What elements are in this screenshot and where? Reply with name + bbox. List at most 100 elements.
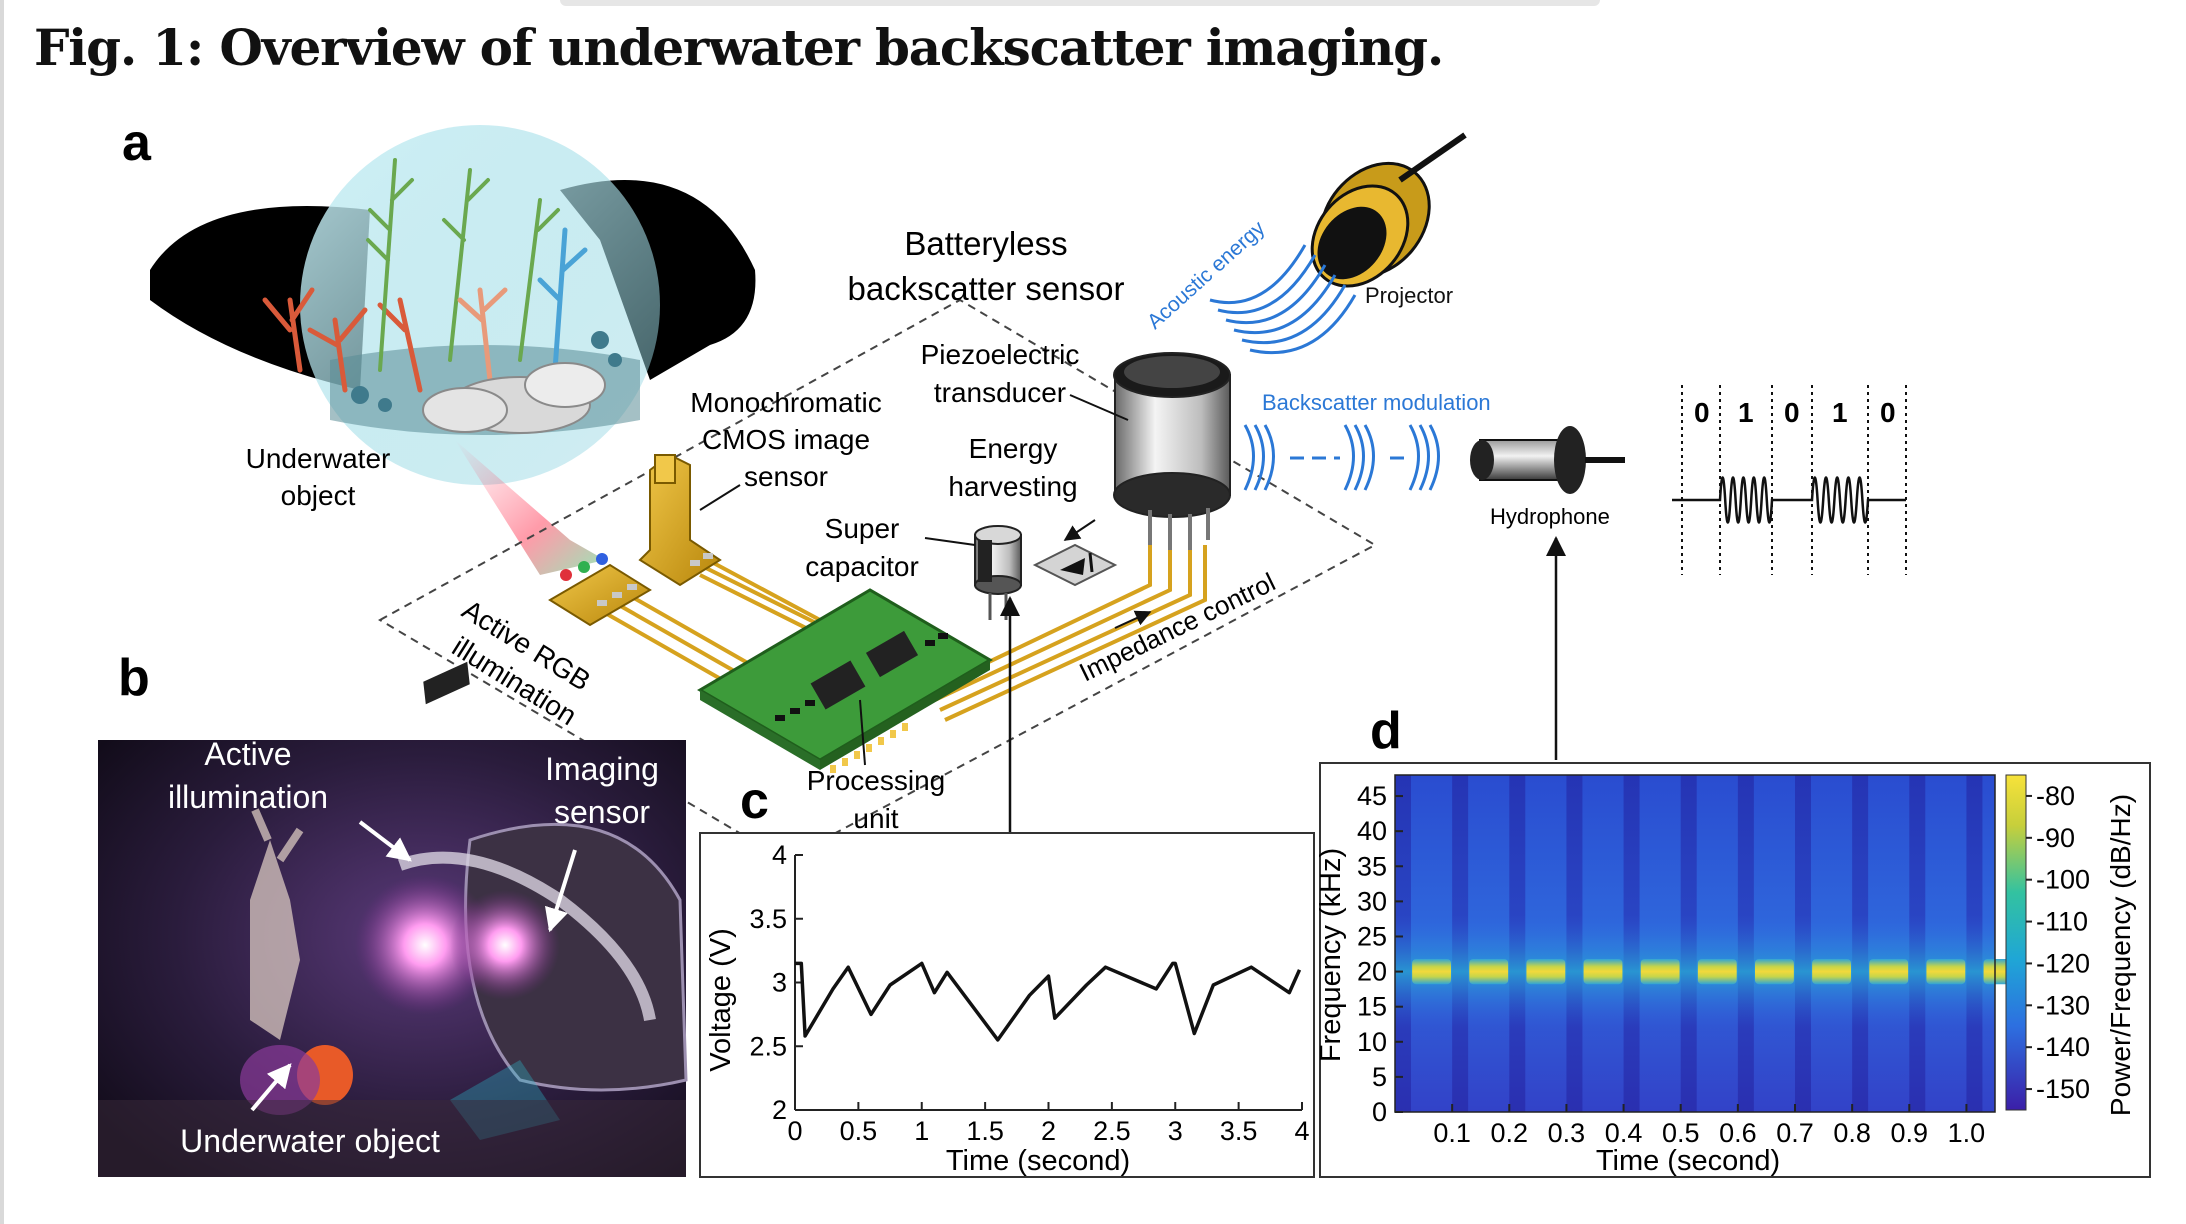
photo-imaging-label-line2: sensor <box>554 794 650 830</box>
acoustic-energy-label: Acoustic energy <box>1143 216 1270 333</box>
hydrophone-label: Hydrophone <box>1490 504 1610 529</box>
spectrogram-xtick-label: 0.9 <box>1891 1118 1929 1148</box>
spectrogram-ytick-label: 10 <box>1357 1027 1387 1057</box>
impedance-control-label: Impedance control <box>1074 567 1279 688</box>
colorbar-tick-label: -80 <box>2036 781 2075 811</box>
photo-active-label-line1: Active <box>204 736 291 772</box>
panel-b-letter: b <box>118 649 150 707</box>
colorbar <box>2005 774 2027 1111</box>
voltage-xtick-label: 2.5 <box>1093 1116 1131 1146</box>
spectrogram-carrier-band <box>1526 958 1566 985</box>
mono-label-line3: sensor <box>744 461 828 492</box>
spectrogram-ytick-label: 25 <box>1357 921 1387 951</box>
spectrogram-carrier-band <box>1583 958 1623 985</box>
spectrogram-ytick-label: 5 <box>1372 1062 1387 1092</box>
spectrogram-xtick-label: 0.7 <box>1776 1118 1814 1148</box>
spectrogram-carrier-band <box>1697 958 1737 985</box>
projector-label: Projector <box>1365 283 1453 308</box>
colorbar-ticks: -80-90-100-110-120-130-140-150 <box>2026 781 2090 1104</box>
voltage-xlabel: Time (second) <box>946 1145 1130 1177</box>
piezo-label-line2: transducer <box>934 377 1066 408</box>
illumination-arrow <box>358 820 412 862</box>
spectrogram-ytick-label: 35 <box>1357 851 1387 881</box>
panel-c-letter: c <box>740 772 769 830</box>
mono-leader-line <box>699 484 741 511</box>
voltage-xtick-label: 1.5 <box>966 1116 1004 1146</box>
impedance-arrow <box>1114 610 1152 629</box>
acoustic-energy-waves <box>1209 244 1357 355</box>
voltage-ytick-label: 3.5 <box>749 904 787 934</box>
voltage-xtick-label: 0 <box>787 1116 802 1146</box>
spectrogram-ytick-label: 15 <box>1357 992 1387 1022</box>
sensor-title-line2: backscatter sensor <box>848 270 1125 307</box>
spectrogram-axes-box <box>1394 774 1996 1113</box>
spectrogram-carrier-band <box>1755 958 1794 985</box>
bit-1-a: 1 <box>1738 397 1754 428</box>
spectrogram-xtick-label: 0.6 <box>1719 1118 1757 1148</box>
colorbar-tick-label: -100 <box>2036 865 2090 895</box>
underwater-photo <box>98 740 688 1177</box>
colorbar-tick-label: -150 <box>2036 1074 2090 1104</box>
mono-label-line1: Monochromatic <box>690 387 881 418</box>
left-edge-line <box>0 0 4 1224</box>
rgb-light-beam <box>455 440 605 575</box>
spectrogram-ytick-label: 40 <box>1357 816 1387 846</box>
piezo-label-line1: Piezoelectric <box>921 339 1080 370</box>
backscatter-modulation-label: Backscatter modulation <box>1262 390 1491 415</box>
voltage-xtick-label: 3 <box>1168 1116 1183 1146</box>
spectrogram-carrier-band <box>1412 958 1451 985</box>
spectrogram-xtick-label: 0.8 <box>1833 1118 1871 1148</box>
active-rgb-illumination-module <box>548 553 652 627</box>
voltage-xtick-label: 0.5 <box>840 1116 878 1146</box>
piezoelectric-transducer <box>1113 352 1231 550</box>
colorbar-tick-label: -140 <box>2036 1032 2090 1062</box>
underwater-scene-illustration <box>150 125 756 485</box>
bit-0-c: 0 <box>1880 397 1896 428</box>
colorbar-tick-label: -110 <box>2036 907 2088 937</box>
colorbar-label: Power/Frequency (dB/Hz) <box>2105 794 2136 1116</box>
energy-harvesting-rectifier <box>1032 543 1118 587</box>
voltage-ytick-label: 3 <box>772 968 787 998</box>
spectrogram-xtick-label: 0.5 <box>1662 1118 1700 1148</box>
processing-leader-line <box>859 699 866 766</box>
photo-imaging-label-line1: Imaging <box>545 751 659 787</box>
bit-1-b: 1 <box>1832 397 1848 428</box>
projector-illustration <box>1310 132 1467 288</box>
photo-object-label: Underwater object <box>180 1123 440 1159</box>
spectrogram-xtick-label: 1.0 <box>1948 1118 1986 1148</box>
voltage-xtick-label: 2 <box>1041 1116 1056 1146</box>
cmos-image-sensor-module <box>638 453 722 587</box>
colorbar-tick-label: -130 <box>2036 990 2090 1020</box>
spectrogram-ytick-label: 20 <box>1357 957 1387 987</box>
energy-label-line2: harvesting <box>948 471 1077 502</box>
spectrogram-carrier-band <box>1469 958 1509 985</box>
imaging-sensor-arrow <box>544 849 577 933</box>
sensor-board-outline <box>377 298 1378 862</box>
energy-label-line1: Energy <box>969 433 1058 464</box>
spectrogram-carrier-band <box>1926 958 1966 985</box>
colorbar-tick-label: -120 <box>2036 948 2090 978</box>
underwater-object-label-line2: object <box>281 480 356 511</box>
panel-a-letter: a <box>122 114 152 172</box>
backscatter-modulation-waves <box>1243 424 1440 491</box>
voltage-ylabel: Voltage (V) <box>705 928 737 1071</box>
spectrogram-carrier-band <box>1812 958 1851 985</box>
spectrogram-ytick-label: 30 <box>1357 886 1387 916</box>
panel-d-letter: d <box>1370 702 1402 760</box>
voltage-xtick-label: 3.5 <box>1220 1116 1258 1146</box>
underwater-object-label-line1: Underwater <box>246 443 391 474</box>
voltage-ytick-label: 4 <box>772 840 787 870</box>
supercap-label-line2: capacitor <box>805 551 919 582</box>
spectrogram-xlabel: Time (second) <box>1596 1145 1780 1177</box>
figure-title: Fig. 1: Overview of underwater backscatt… <box>34 18 1444 77</box>
spectrogram-carrier-band <box>1869 958 1909 985</box>
mono-label-line2: CMOS image <box>702 424 870 455</box>
processing-label-line2: unit <box>853 803 898 834</box>
bit-0-b: 0 <box>1784 397 1800 428</box>
spectrogram-xtick-label: 0.1 <box>1433 1118 1471 1148</box>
super-capacitor <box>974 525 1022 620</box>
processing-label-line1: Processing <box>807 765 946 796</box>
